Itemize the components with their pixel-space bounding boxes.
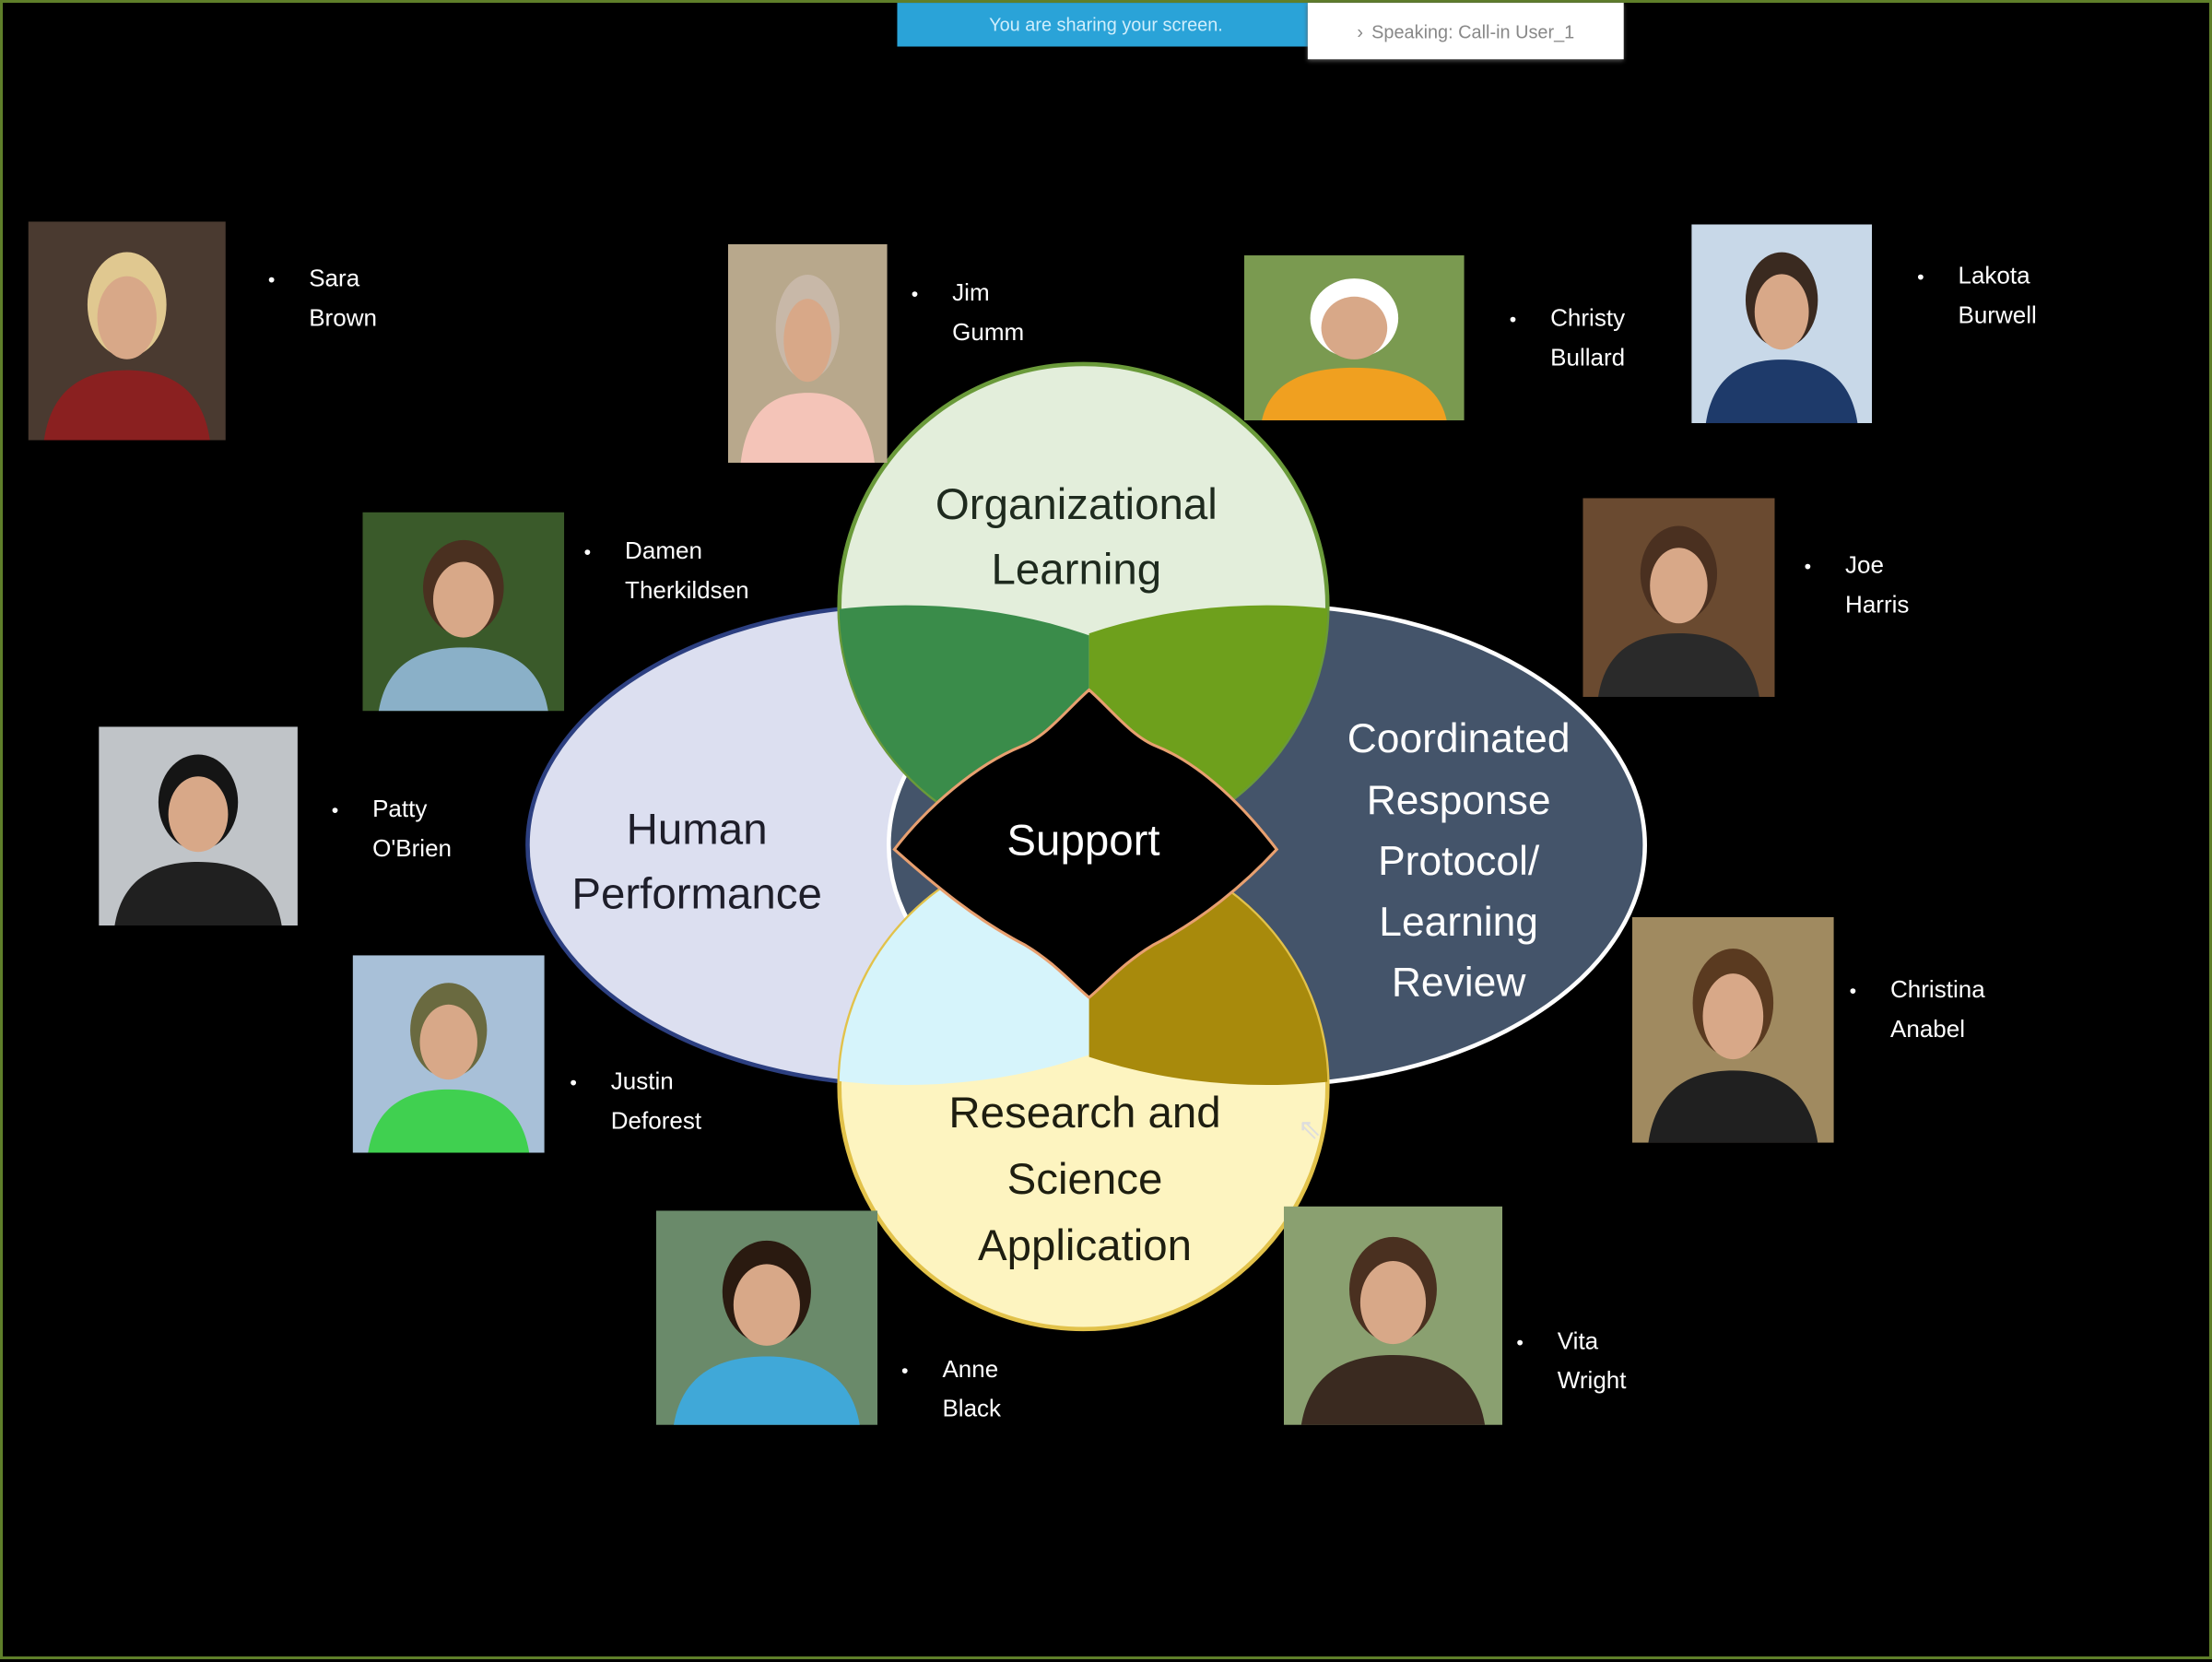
first-name: Christina — [1890, 976, 1985, 1004]
participant-photo — [727, 243, 888, 464]
person-avatar-icon — [727, 243, 888, 464]
bullet-icon: • — [1804, 554, 1812, 578]
first-name: Jim — [952, 279, 990, 307]
speaking-text: Speaking: Call-in User_1 — [1371, 20, 1575, 42]
overlap-top-right — [1088, 605, 1328, 845]
first-name: Christy — [1550, 304, 1626, 332]
last-name: Wright — [1557, 1367, 1627, 1395]
last-name: O'Brien — [372, 835, 453, 863]
person-avatar-icon — [362, 512, 565, 712]
participant-name: • Damen Therkildsen — [584, 532, 749, 611]
bullet-icon: • — [1509, 307, 1517, 331]
participant-photo — [28, 221, 226, 441]
person-avatar-icon — [28, 221, 226, 441]
screen-sharing-banner: You are sharing your screen. — [897, 3, 1315, 47]
participant-photo — [1283, 1206, 1503, 1425]
participant-name: • Christy Bullard — [1510, 299, 1625, 378]
bullet-icon: • — [331, 798, 339, 821]
bullet-icon: • — [1917, 265, 1924, 289]
last-name: Therkildsen — [625, 577, 749, 605]
person-avatar-icon — [1583, 498, 1775, 698]
participant-name: • Christina Anabel — [1850, 971, 1985, 1050]
last-name: Burwell — [1958, 301, 2037, 329]
person-avatar-icon — [352, 955, 545, 1153]
first-name: Joe — [1845, 551, 1884, 579]
person-avatar-icon — [655, 1210, 878, 1425]
bullet-icon: • — [1849, 979, 1857, 1002]
last-name: Black — [942, 1395, 1002, 1422]
first-name: Vita — [1557, 1327, 1599, 1355]
bullet-icon: • — [901, 1358, 909, 1382]
last-name: Brown — [309, 304, 377, 332]
bullet-icon: • — [1516, 1330, 1524, 1353]
last-name: Bullard — [1550, 344, 1626, 371]
overlap-bottom-right — [1088, 844, 1328, 1086]
person-avatar-icon — [1631, 916, 1834, 1143]
participant-name: • Patty O'Brien — [332, 790, 452, 869]
first-name: Anne — [942, 1355, 999, 1383]
last-name: Anabel — [1890, 1016, 1966, 1043]
person-avatar-icon — [1283, 1206, 1503, 1425]
participant-photo — [362, 512, 565, 712]
participant-name: • Anne Black — [901, 1350, 1001, 1430]
bullet-icon: • — [570, 1070, 577, 1094]
first-name: Patty — [372, 796, 428, 823]
first-name: Damen — [625, 537, 702, 565]
speaking-indicator[interactable]: › Speaking: Call-in User_1 — [1307, 3, 1624, 60]
bullet-icon: • — [583, 540, 592, 563]
first-name: Justin — [610, 1067, 674, 1095]
first-name: Lakota — [1958, 262, 2030, 289]
mouse-cursor-icon: ⇖ — [1298, 1114, 1322, 1146]
person-avatar-icon — [1691, 224, 1873, 424]
last-name: Harris — [1845, 591, 1910, 619]
participant-name: • Sara Brown — [268, 260, 377, 339]
bullet-icon: • — [911, 282, 919, 305]
bullet-icon: • — [267, 267, 276, 291]
participant-photo — [655, 1210, 878, 1425]
person-avatar-icon — [1243, 255, 1465, 421]
sharing-text: You are sharing your screen. — [989, 14, 1223, 36]
participant-name: • Lakota Burwell — [1917, 257, 2037, 336]
participant-photo — [1243, 255, 1465, 421]
participant-photo — [1583, 498, 1775, 698]
participant-photo — [1631, 916, 1834, 1143]
participant-name: • Vita Wright — [1516, 1322, 1626, 1401]
last-name: Gumm — [952, 318, 1025, 346]
label-support: Support — [1006, 817, 1159, 866]
participant-name: • Joe Harris — [1805, 546, 1910, 625]
participant-name: • Jim Gumm — [912, 274, 1024, 353]
overlap-bottom-left — [839, 844, 1089, 1086]
participant-photo — [1691, 224, 1873, 424]
first-name: Sara — [309, 265, 360, 292]
participant-photo — [352, 955, 545, 1153]
participant-photo — [99, 726, 298, 926]
person-avatar-icon — [99, 726, 298, 926]
chevron-right-icon: › — [1357, 20, 1363, 42]
last-name: Deforest — [610, 1107, 702, 1135]
participant-name: • Justin Deforest — [570, 1063, 701, 1142]
center-support-region — [892, 688, 1279, 1000]
